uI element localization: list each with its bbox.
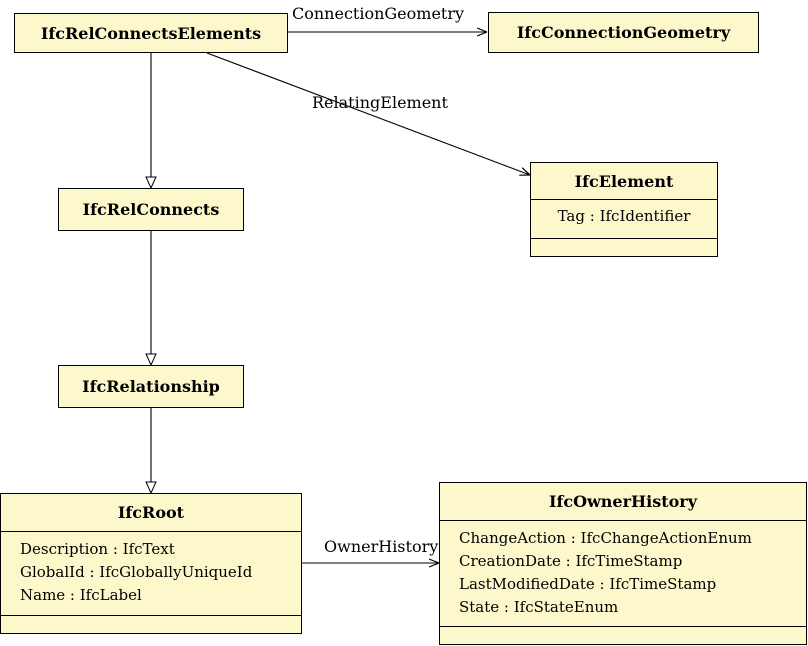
class-ifcrelconnectselements: IfcRelConnectsElements xyxy=(14,13,288,53)
attribute: Tag : IfcIdentifier xyxy=(557,207,691,225)
class-attributes: Description : IfcText GlobalId : IfcGlob… xyxy=(1,531,301,615)
class-attributes: ChangeAction : IfcChangeActionEnum Creat… xyxy=(440,520,806,626)
class-name: IfcOwnerHistory xyxy=(548,492,698,511)
class-ifcrelconnects: IfcRelConnects xyxy=(58,188,244,231)
attribute: LastModifiedDate : IfcTimeStamp xyxy=(459,575,717,593)
attribute: State : IfcStateEnum xyxy=(459,598,619,616)
association-relating-element-line xyxy=(206,52,530,175)
generalization-arrowhead xyxy=(145,353,157,367)
class-ifcownerhistory: IfcOwnerHistory ChangeAction : IfcChange… xyxy=(439,482,807,645)
class-name: IfcElement xyxy=(574,171,674,191)
association-label-connection-geometry: ConnectionGeometry xyxy=(292,4,465,23)
class-operations xyxy=(531,238,717,256)
class-ifcrelationship: IfcRelationship xyxy=(58,365,244,408)
association-label-owner-history: OwnerHistory xyxy=(324,537,439,556)
class-operations xyxy=(440,626,806,644)
class-name: IfcRelConnects xyxy=(82,200,220,219)
class-name: IfcConnectionGeometry xyxy=(516,23,731,42)
class-attributes: Tag : IfcIdentifier xyxy=(531,199,717,238)
class-name: IfcRelationship xyxy=(82,377,220,396)
attribute: CreationDate : IfcTimeStamp xyxy=(459,552,683,570)
class-operations xyxy=(1,615,301,633)
class-ifcroot: IfcRoot Description : IfcText GlobalId :… xyxy=(0,493,302,634)
attribute: ChangeAction : IfcChangeActionEnum xyxy=(459,529,752,547)
generalization-arrowhead xyxy=(145,176,157,190)
class-name: IfcRelConnectsElements xyxy=(40,23,262,43)
class-name: IfcRoot xyxy=(117,503,185,522)
attribute: Name : IfcLabel xyxy=(20,586,142,604)
class-ifcconnectiongeometry: IfcConnectionGeometry xyxy=(488,12,759,53)
class-ifcelement: IfcElement Tag : IfcIdentifier xyxy=(530,162,718,257)
association-label-relating-element: RelatingElement xyxy=(312,93,448,112)
generalization-arrowhead xyxy=(145,481,157,495)
attribute: Description : IfcText xyxy=(20,540,175,558)
attribute: GlobalId : IfcGloballyUniqueId xyxy=(20,563,253,581)
